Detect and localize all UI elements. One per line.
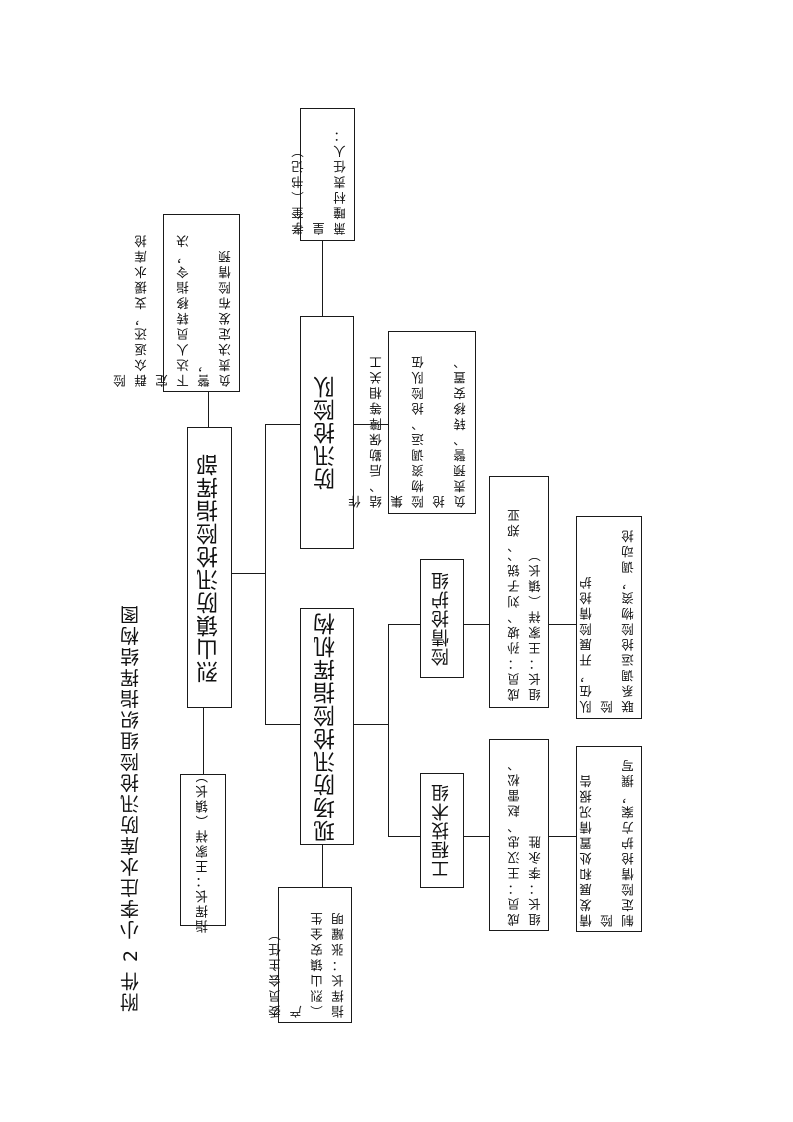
hq-box: 烈山镇防汛抢险指挥部 bbox=[187, 427, 232, 708]
hq-duties-box: 负责决定发布险情预警， 下达人员转移指令，决定 群众返还，支援水库抢险 bbox=[113, 214, 240, 392]
team-responsible-line: 孝奎（书记） bbox=[291, 142, 306, 235]
team-duties-box: 负责预警、转移安置、抢 险物资调运、抢险队伍集 结、后勤保障等相关工作 bbox=[348, 331, 476, 514]
connector-line bbox=[388, 624, 390, 836]
connector-line bbox=[265, 724, 301, 726]
connector-line bbox=[464, 624, 489, 626]
tech-member-line: 组长：李永胜 bbox=[528, 833, 543, 926]
connector-line bbox=[354, 724, 388, 726]
tech-group-title: 工程技术组 bbox=[431, 783, 452, 878]
connector-line bbox=[464, 836, 489, 838]
hq-duty-line: 下达人员转移指令，决定 bbox=[155, 232, 191, 387]
team-responsible-text: 萧疃村责任人：皇 孝奎（书记） bbox=[291, 117, 351, 236]
site-commander-line: （烈山镇安全生产 bbox=[289, 909, 325, 1019]
team-responsible-box: 萧疃村责任人：皇 孝奎（书记） bbox=[291, 108, 355, 241]
rescue-member-line: 组长：王家祥（镇长） bbox=[528, 546, 543, 701]
tech-members-box: 组长：李永胜 成员：王汉忠、赵雷松、 bbox=[489, 739, 549, 931]
tech-member-line: 成员：王汉忠、赵雷松、 bbox=[507, 755, 522, 927]
team-duties-text: 负责预警、转移安置、抢 险物资调运、抢险队伍集 结、后勤保障等相关工作 bbox=[348, 340, 471, 508]
tech-duty-line: 制定险情抢护方案，撰写险 bbox=[600, 756, 636, 928]
connector-line bbox=[265, 424, 267, 724]
connector-line bbox=[232, 573, 265, 575]
site-commander-text: 指挥长：张耀明 （烈山镇安全生产 委员会主任） bbox=[268, 896, 349, 1019]
connector-line bbox=[388, 836, 420, 838]
rescue-duty-line: 队伍，开展险情抢护 bbox=[579, 573, 594, 714]
hq-commander-box: 指挥长：王家祥（镇长） bbox=[180, 768, 226, 933]
site-title: 现场防汛抢险指挥机构 bbox=[314, 611, 339, 842]
hq-title: 烈山镇防汛抢险指挥部 bbox=[196, 452, 222, 683]
tech-group-box: 工程技术组 bbox=[420, 773, 464, 888]
rescue-duties-text: 联系调运抢险物资，调动抢险 队伍，开展险情抢护 bbox=[579, 525, 639, 713]
connector-line bbox=[203, 708, 205, 774]
team-duty-line: 险物资调运、抢险队伍集 bbox=[390, 353, 426, 508]
tech-members-text: 组长：李永胜 成员：王汉忠、赵雷松、 bbox=[496, 750, 546, 927]
connector-line bbox=[549, 624, 576, 626]
team-title: 防汛抢险队 bbox=[314, 375, 339, 490]
connector-line bbox=[322, 241, 324, 316]
connector-line bbox=[354, 424, 388, 426]
tech-duties-box: 制定险情抢护方案，撰写险 情发展和处置情况报告 bbox=[576, 746, 642, 932]
rescue-member-line: 成员：孙坡、刘子锐、、郑亚 bbox=[507, 505, 522, 701]
site-commander-line: 委员会主任） bbox=[268, 925, 283, 1018]
rescue-group-title: 险情抢护组 bbox=[431, 571, 452, 666]
rescue-duty-line: 联系调运抢险物资，调动抢险 bbox=[600, 527, 636, 713]
team-duty-line: 负责预警、转移安置、抢 bbox=[432, 353, 468, 508]
connector-line bbox=[549, 836, 576, 838]
hq-commander: 指挥长：王家祥（镇长） bbox=[195, 767, 211, 933]
connector-line bbox=[322, 845, 324, 887]
team-responsible-line: 萧疃村责任人：皇 bbox=[312, 126, 348, 236]
tech-duties-text: 制定险情抢护方案，撰写险 情发展和处置情况报告 bbox=[579, 755, 639, 928]
site-box: 现场防汛抢险指挥机构 bbox=[300, 608, 354, 845]
site-commander-line: 指挥长：张耀明 bbox=[331, 909, 346, 1019]
rescue-members-text: 组长：王家祥（镇长） 成员：孙坡、刘子锐、、郑亚 bbox=[496, 487, 546, 701]
team-box: 防汛抢险队 bbox=[300, 316, 354, 549]
connector-line bbox=[208, 392, 210, 427]
connector-line bbox=[388, 624, 420, 626]
site-commander-box: 指挥长：张耀明 （烈山镇安全生产 委员会主任） bbox=[268, 887, 352, 1023]
hq-duty-line: 负责决定发布险情预警， bbox=[197, 247, 233, 388]
rescue-members-box: 组长：王家祥（镇长） 成员：孙坡、刘子锐、、郑亚 bbox=[489, 476, 549, 708]
rescue-group-box: 险情抢护组 bbox=[420, 559, 464, 678]
hq-duty-line: 群众返还，支援水库抢险 bbox=[113, 232, 149, 387]
tech-duty-line: 情发展和处置情况报告 bbox=[579, 772, 594, 927]
page-caption: 附件 2 小李庄水库防汛抢险组织指挥结构图 bbox=[120, 603, 142, 1012]
hq-duties-text: 负责决定发布险情预警， 下达人员转移指令，决定 群众返还，支援水库抢险 bbox=[113, 223, 236, 388]
rescue-duties-box: 联系调运抢险物资，调动抢险 队伍，开展险情抢护 bbox=[576, 516, 642, 719]
connector-line bbox=[265, 424, 301, 426]
